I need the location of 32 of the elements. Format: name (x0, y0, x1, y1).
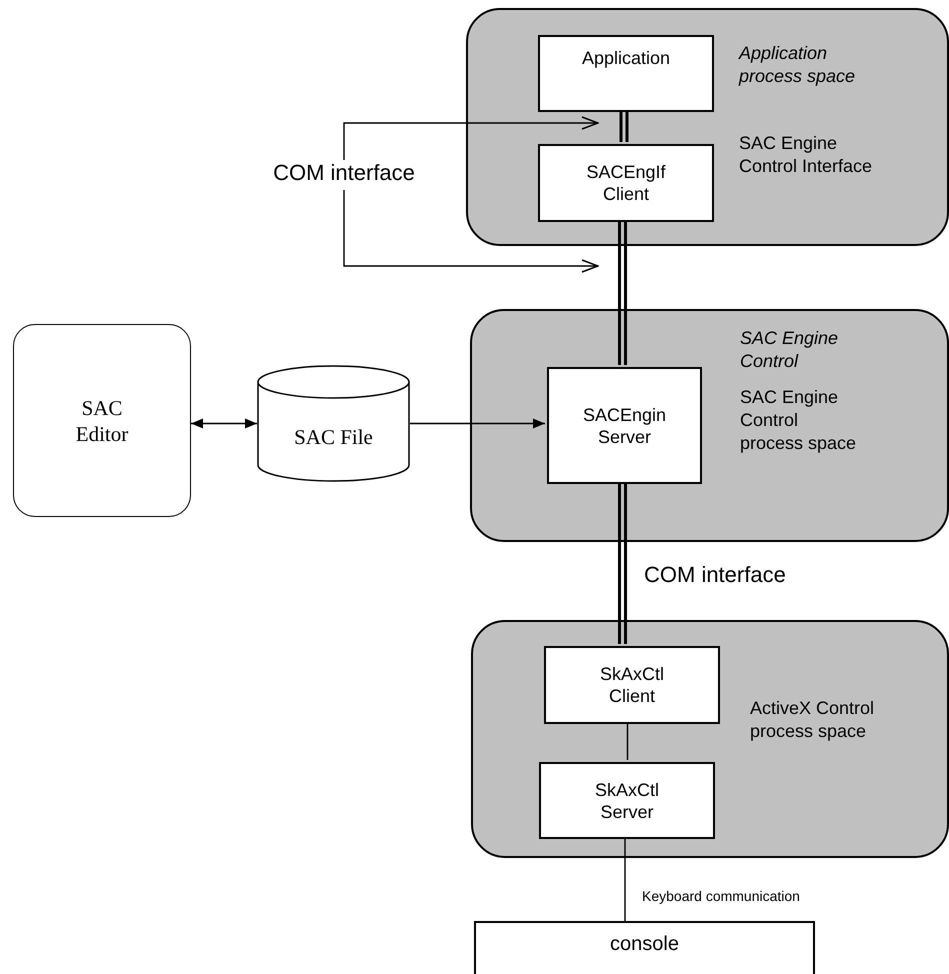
box-label: SAC Editor (74, 394, 130, 446)
connector (343, 116, 599, 160)
connector (626, 722, 628, 760)
process-box (538, 35, 714, 112)
box-label: SACEngin Server (582, 404, 668, 448)
process-box (474, 921, 815, 974)
process-space-panel (466, 8, 949, 246)
file-cylinder (257, 365, 410, 482)
panel-title: SAC Engine Control (740, 327, 840, 373)
process-box (544, 646, 720, 724)
box-label: console (609, 933, 680, 955)
connector (343, 190, 599, 273)
process-box (538, 144, 714, 222)
file-label: SAC File (294, 424, 373, 450)
panel-label: SAC Engine Control process space (740, 386, 858, 455)
box-label: SkAxCtl Client (598, 663, 665, 707)
box-label: SACEngIf Client (585, 161, 667, 205)
box-label: SkAxCtl Server (594, 778, 660, 822)
edge-label: Keyboard communication (640, 888, 802, 904)
panel-title: Application process space (739, 42, 856, 88)
box-label: Application (580, 47, 672, 69)
process-box (539, 762, 715, 839)
connector (191, 418, 257, 428)
panel-label: SAC Engine Control Interface (739, 132, 874, 178)
process-space-panel (470, 309, 949, 542)
connector (624, 837, 626, 921)
editor-box (13, 324, 191, 517)
process-box (547, 367, 702, 484)
process-space-panel (471, 620, 949, 858)
panel-label: ActiveX Control process space (750, 697, 876, 743)
interface-label: COM interface (272, 160, 416, 186)
connector (410, 418, 545, 428)
